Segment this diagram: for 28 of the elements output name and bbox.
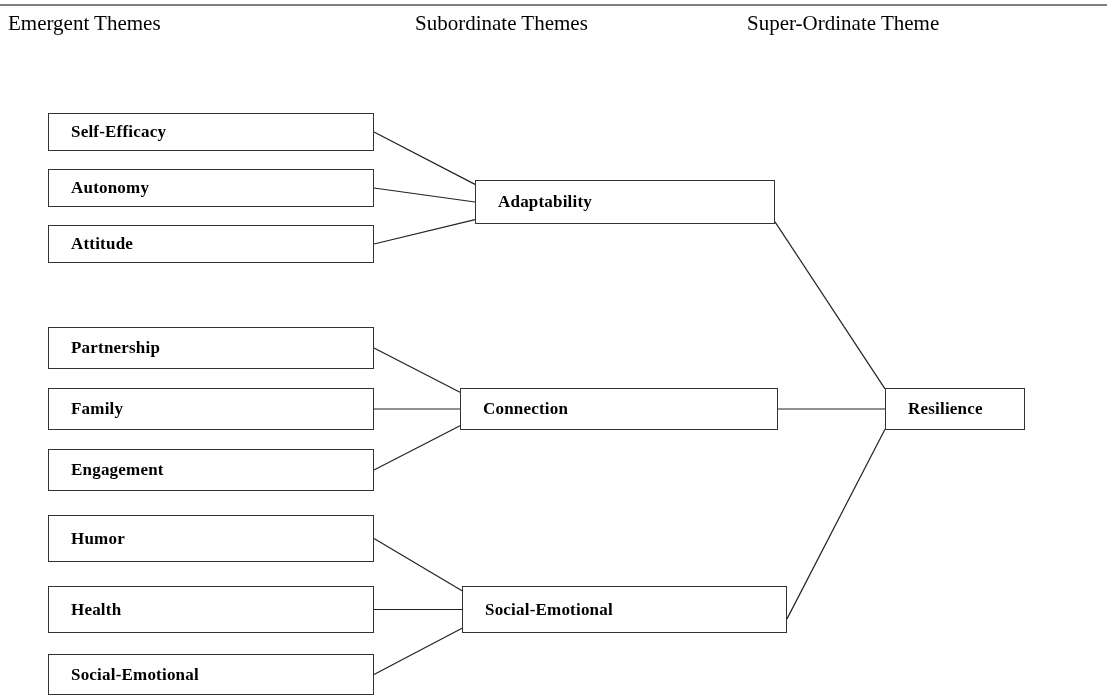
connector-line [373, 219, 476, 245]
connector-line [373, 347, 461, 393]
theme-box: Connection [460, 388, 778, 430]
column-heading: Subordinate Themes [415, 13, 588, 34]
connector-line [373, 627, 463, 676]
theme-box: Partnership [48, 327, 374, 369]
theme-box: Resilience [885, 388, 1025, 430]
theme-box: Self-Efficacy [48, 113, 374, 151]
theme-box: Adaptability [475, 180, 775, 224]
theme-box: Humor [48, 515, 374, 562]
connector-line [373, 187, 476, 203]
connector-line [373, 425, 461, 471]
connector-line [786, 428, 886, 620]
connector-line [373, 131, 476, 185]
connector-line [777, 408, 886, 410]
theme-box: Social-Emotional [462, 586, 787, 633]
connector-line [774, 221, 886, 390]
column-heading: Emergent Themes [8, 13, 161, 34]
connector-line [373, 408, 461, 410]
connector-line [373, 537, 463, 592]
theme-box: Attitude [48, 225, 374, 263]
theme-box: Social-Emotional [48, 654, 374, 695]
column-heading: Super-Ordinate Theme [747, 13, 940, 34]
theme-box: Health [48, 586, 374, 633]
theme-box: Autonomy [48, 169, 374, 207]
theme-box: Family [48, 388, 374, 430]
theme-box: Engagement [48, 449, 374, 491]
connector-line [373, 608, 463, 611]
